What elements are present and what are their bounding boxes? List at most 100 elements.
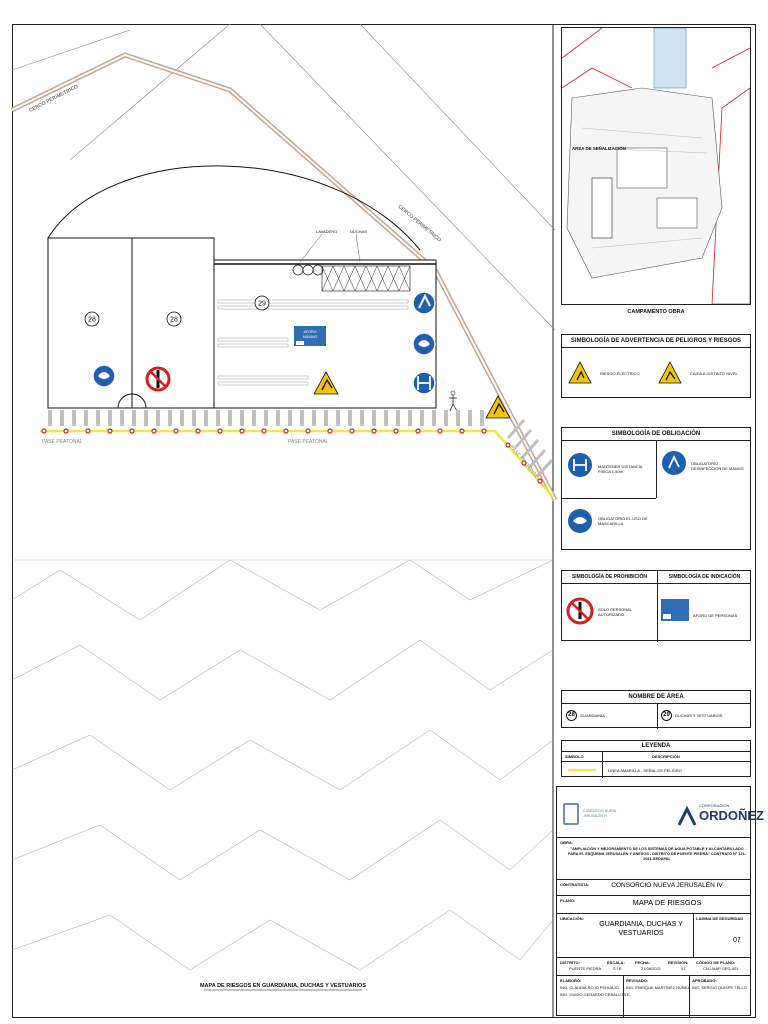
area-number-28a: 28 xyxy=(84,311,100,327)
svg-text:MÁXIMO: MÁXIMO xyxy=(303,335,318,339)
svg-text:28: 28 xyxy=(170,317,178,324)
area-number-28b: 28 xyxy=(166,311,182,327)
codigo-label: CÓDIGO DE PLANO: xyxy=(696,960,736,965)
apr-1: ING. SERGIO QUISPE TELLO xyxy=(692,985,747,990)
escala-label: ESCALA: xyxy=(607,960,625,965)
prohibition-item: SOLO PERSONAL AUTORIZADO xyxy=(598,607,632,617)
walkway-label-2: PASE PEATONAL xyxy=(288,439,329,445)
road-line xyxy=(359,23,556,231)
legend-col-symbol: SIMBOLO xyxy=(565,754,584,759)
benches xyxy=(217,299,409,386)
authorized-only-icon xyxy=(566,597,594,625)
area-num-29: 29 xyxy=(661,710,672,721)
consortium-cross-icon xyxy=(563,803,579,825)
drawing-title: MAPA DE RIESGOS EN GUARDIANIA, DUCHAS Y … xyxy=(200,983,366,989)
door-arc xyxy=(117,393,147,409)
site-map-panel: AREA DE SEÑALIZACIÓN xyxy=(561,27,751,305)
lamina-value: 07 xyxy=(733,937,741,944)
electric-hazard-sign-icon xyxy=(485,395,511,419)
ubicacion-value: GUARDIANIA, DUCHAS Y VESTUARIOS xyxy=(599,921,683,937)
perimeter-label-2: CERCO PERIMETRICO xyxy=(397,204,442,243)
obligation-item-disinfection: OBLIGATORIO DESINFECCIÓN DE MANOS xyxy=(691,461,744,471)
area-num-28: 28 xyxy=(566,710,577,721)
ordonez-small: CORPORACIÓN xyxy=(699,803,730,808)
project-description: "AMPLIACIÓN Y MEJORAMIENTO DE LOS SISTEM… xyxy=(568,847,746,861)
indication-item: AFORO DE PERSONAS xyxy=(693,613,738,618)
area-number-29: 29 xyxy=(254,295,270,311)
plano-label: PLANO: xyxy=(560,898,576,903)
legend-title: LEYENDA xyxy=(562,741,750,752)
elab-2: ING. GUIDO GERARDO CEBALLOS E. xyxy=(560,992,631,997)
ordonez-logo-icon xyxy=(677,805,697,826)
prohibition-title: SIMBOLOGÍA DE PROHIBICIÓN xyxy=(571,574,648,580)
legend-row-desc: LINEA AMARILLA - SEÑAL DE PELIGRO xyxy=(608,768,682,773)
area-name-28: GUARDIANIA xyxy=(580,713,605,718)
elab-label: ELABORÓ: xyxy=(560,978,582,983)
ordonez-name: ORDOÑEZ xyxy=(699,808,764,823)
road-line xyxy=(69,23,231,161)
plano-value: MAPA DE RIESGOS xyxy=(632,898,702,907)
aforo-icon xyxy=(661,599,689,621)
break-lines xyxy=(11,559,554,971)
site-map-title: CAMPAMENTO OBRA xyxy=(627,309,685,315)
hand-disinfection-icon xyxy=(662,451,686,475)
safety-posts xyxy=(41,428,543,484)
arc-structure xyxy=(47,165,421,251)
fall-hazard-icon xyxy=(658,361,682,384)
rev-label: REVISADO: xyxy=(626,978,649,983)
road-line xyxy=(259,23,556,331)
ubicacion-label: UBICACIÓN: xyxy=(560,916,584,921)
person-figure-icon xyxy=(449,390,458,412)
obra-label: OBRA: xyxy=(560,840,574,845)
mask-icon xyxy=(568,509,592,533)
yellow-safety-line xyxy=(40,429,554,498)
obligation-item-mask: OBLIGATORIO EL USO DE MASCARILLA xyxy=(598,516,648,526)
consortium-logo-text: CONSORCIO NUEVA JERUSALÉN IV xyxy=(583,809,617,818)
site-map xyxy=(562,28,750,304)
rev-1: ING. ENRIQUE MARTÍNEZ NÚÑEZ xyxy=(626,985,690,990)
label-lavadero: LAVADERO xyxy=(316,229,337,234)
sink-group xyxy=(292,264,324,276)
warning-item-fall: CAIDA A DISTINTO NIVEL xyxy=(690,371,738,376)
legend-panel: LEYENDA SIMBOLO DESCRIPCIÓN LINEA AMARIL… xyxy=(561,740,751,778)
obligation-item-distance: MANTENER DISTANCIA FÍSICA 1.50m xyxy=(598,464,643,474)
indication-title: SIMBOLOGÍA DE INDICACIÓN xyxy=(668,574,741,580)
electric-hazard-icon xyxy=(568,361,592,384)
info-sign-aforo: AFORO MÁXIMO xyxy=(294,326,326,346)
contratista-value: CONSORCIO NUEVA JERUSALÉN IV xyxy=(611,882,723,889)
site-map-area-label: AREA DE SEÑALIZACIÓN xyxy=(572,146,626,151)
apr-label: APROBADO: xyxy=(692,978,717,983)
area-names-panel: NOMBRE DE ÁREA 28 GUARDIANIA 29 DUCHAS Y… xyxy=(561,690,751,729)
distance-icon xyxy=(568,453,592,477)
road-line xyxy=(11,29,131,71)
svg-text:28: 28 xyxy=(88,317,96,324)
hand-disinfection-sign-icon xyxy=(412,291,436,315)
diagonal-walkway-stripes xyxy=(506,419,554,479)
walkway-stripes xyxy=(48,410,484,426)
sheet-border xyxy=(12,24,756,1018)
authorized-only-sign-icon xyxy=(145,366,171,392)
prohibition-indication-panel: SIMBOLOGÍA DE PROHIBICIÓN SIMBOLOGÍA DE … xyxy=(561,570,751,642)
obligation-panel: SIMBOLOGÍA DE OBLIGACIÓN MANTENER DISTAN… xyxy=(561,427,751,550)
contratista-label: CONTRATISTA: xyxy=(560,882,590,887)
escala-value: S / E xyxy=(613,966,622,971)
area-names-title: NOMBRE DE ÁREA xyxy=(562,691,750,704)
distrito-label: DISTRITO: xyxy=(560,960,580,965)
mask-sign-icon-2 xyxy=(412,332,436,356)
mask-sign-icon xyxy=(92,364,116,388)
legend-col-desc: DESCRIPCIÓN xyxy=(652,754,680,759)
distance-sign-icon xyxy=(412,371,436,395)
elab-1: ING. CLAUDIA ROJO PEHUAJÓ xyxy=(560,985,619,990)
svg-text:AFORO: AFORO xyxy=(304,330,317,334)
perimeter-fence-core xyxy=(11,53,556,501)
fall-hazard-sign-icon xyxy=(313,371,339,395)
ordonez-logo: CORPORACIÓN ORDOÑEZ xyxy=(677,799,764,833)
revision-value: 01 xyxy=(681,966,686,971)
svg-text:29: 29 xyxy=(258,301,266,308)
title-block: CONSORCIO NUEVA JERUSALÉN IV CORPORACIÓN… xyxy=(556,786,764,1017)
warning-title: SIMBOLOGÍA DE ADVERTENCIA DE PELIGROS Y … xyxy=(562,335,750,348)
yellow-line-symbol xyxy=(568,769,596,771)
warning-panel: SIMBOLOGÍA DE ADVERTENCIA DE PELIGROS Y … xyxy=(561,334,751,398)
